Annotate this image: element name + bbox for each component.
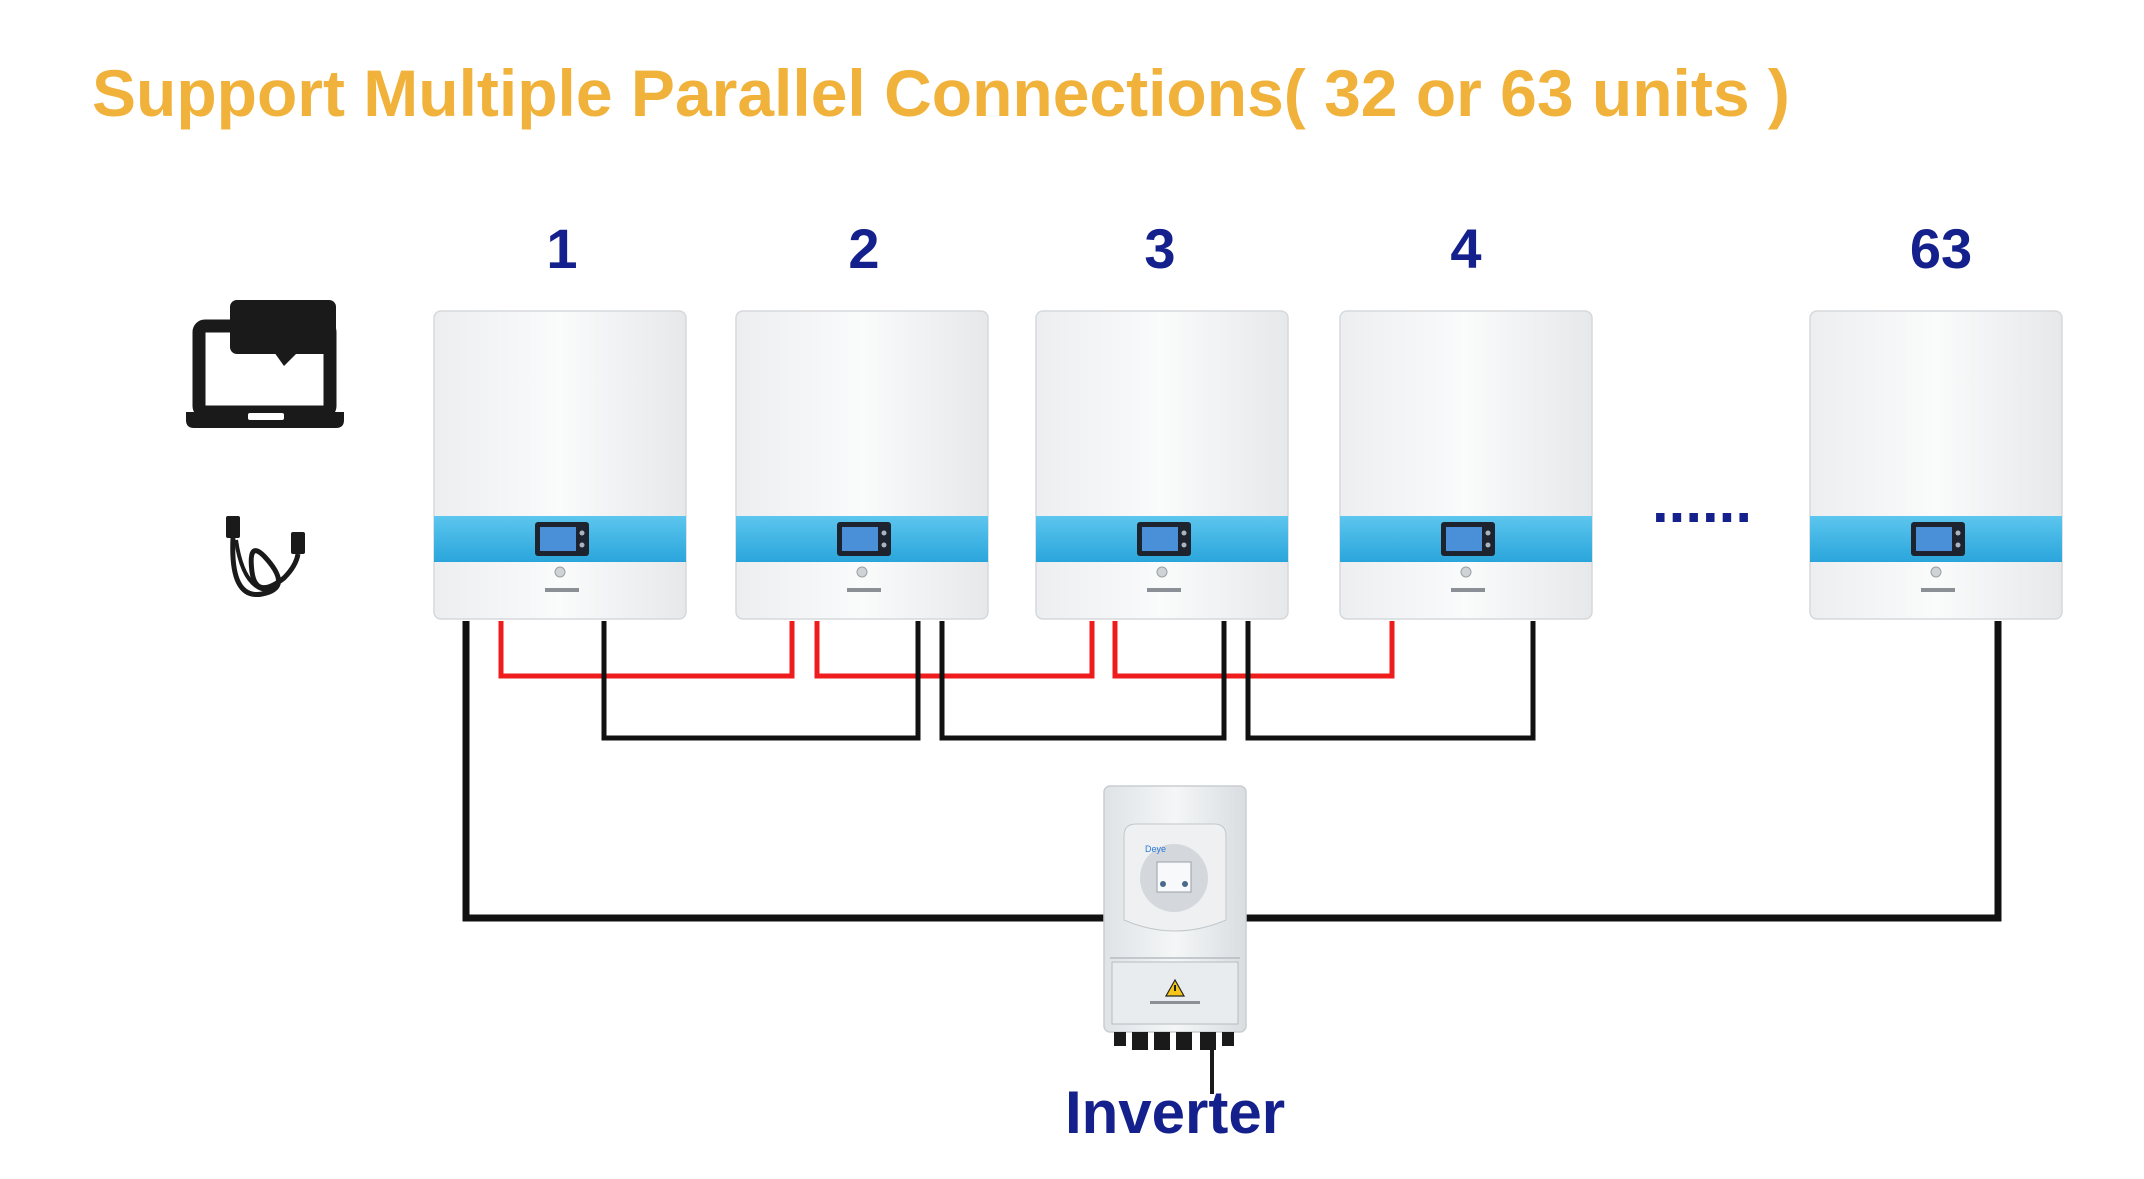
- inverter-main-wires: [462, 621, 2002, 922]
- unit-label: 63: [1910, 217, 1972, 280]
- battery-unit: [1035, 310, 1289, 620]
- communication-cable-icon: [226, 516, 305, 598]
- black-parallel-wires: [601, 621, 1536, 741]
- battery-unit: [433, 310, 687, 620]
- unit-label: 4: [1450, 217, 1481, 280]
- inverter-device: Deye: [1103, 785, 1247, 1094]
- diagram-title: Support Multiple Parallel Connections( 3…: [92, 56, 1790, 130]
- laptop-chat-icon: [186, 300, 344, 428]
- unit-label: 3: [1144, 217, 1175, 280]
- units-ellipsis: ......: [1652, 468, 1752, 535]
- unit-label: 1: [546, 217, 577, 280]
- battery-unit: [1809, 310, 2063, 620]
- red-parallel-wires: [498, 621, 1395, 679]
- unit-labels: 1 2 3 4 63: [546, 217, 1972, 280]
- warning-triangle-icon: [1164, 978, 1186, 997]
- battery-unit: [735, 310, 989, 620]
- unit-label: 2: [848, 217, 879, 280]
- inverter-label: Inverter: [1065, 1079, 1285, 1146]
- battery-unit: [1339, 310, 1593, 620]
- svg-text:Deye: Deye: [1145, 844, 1166, 854]
